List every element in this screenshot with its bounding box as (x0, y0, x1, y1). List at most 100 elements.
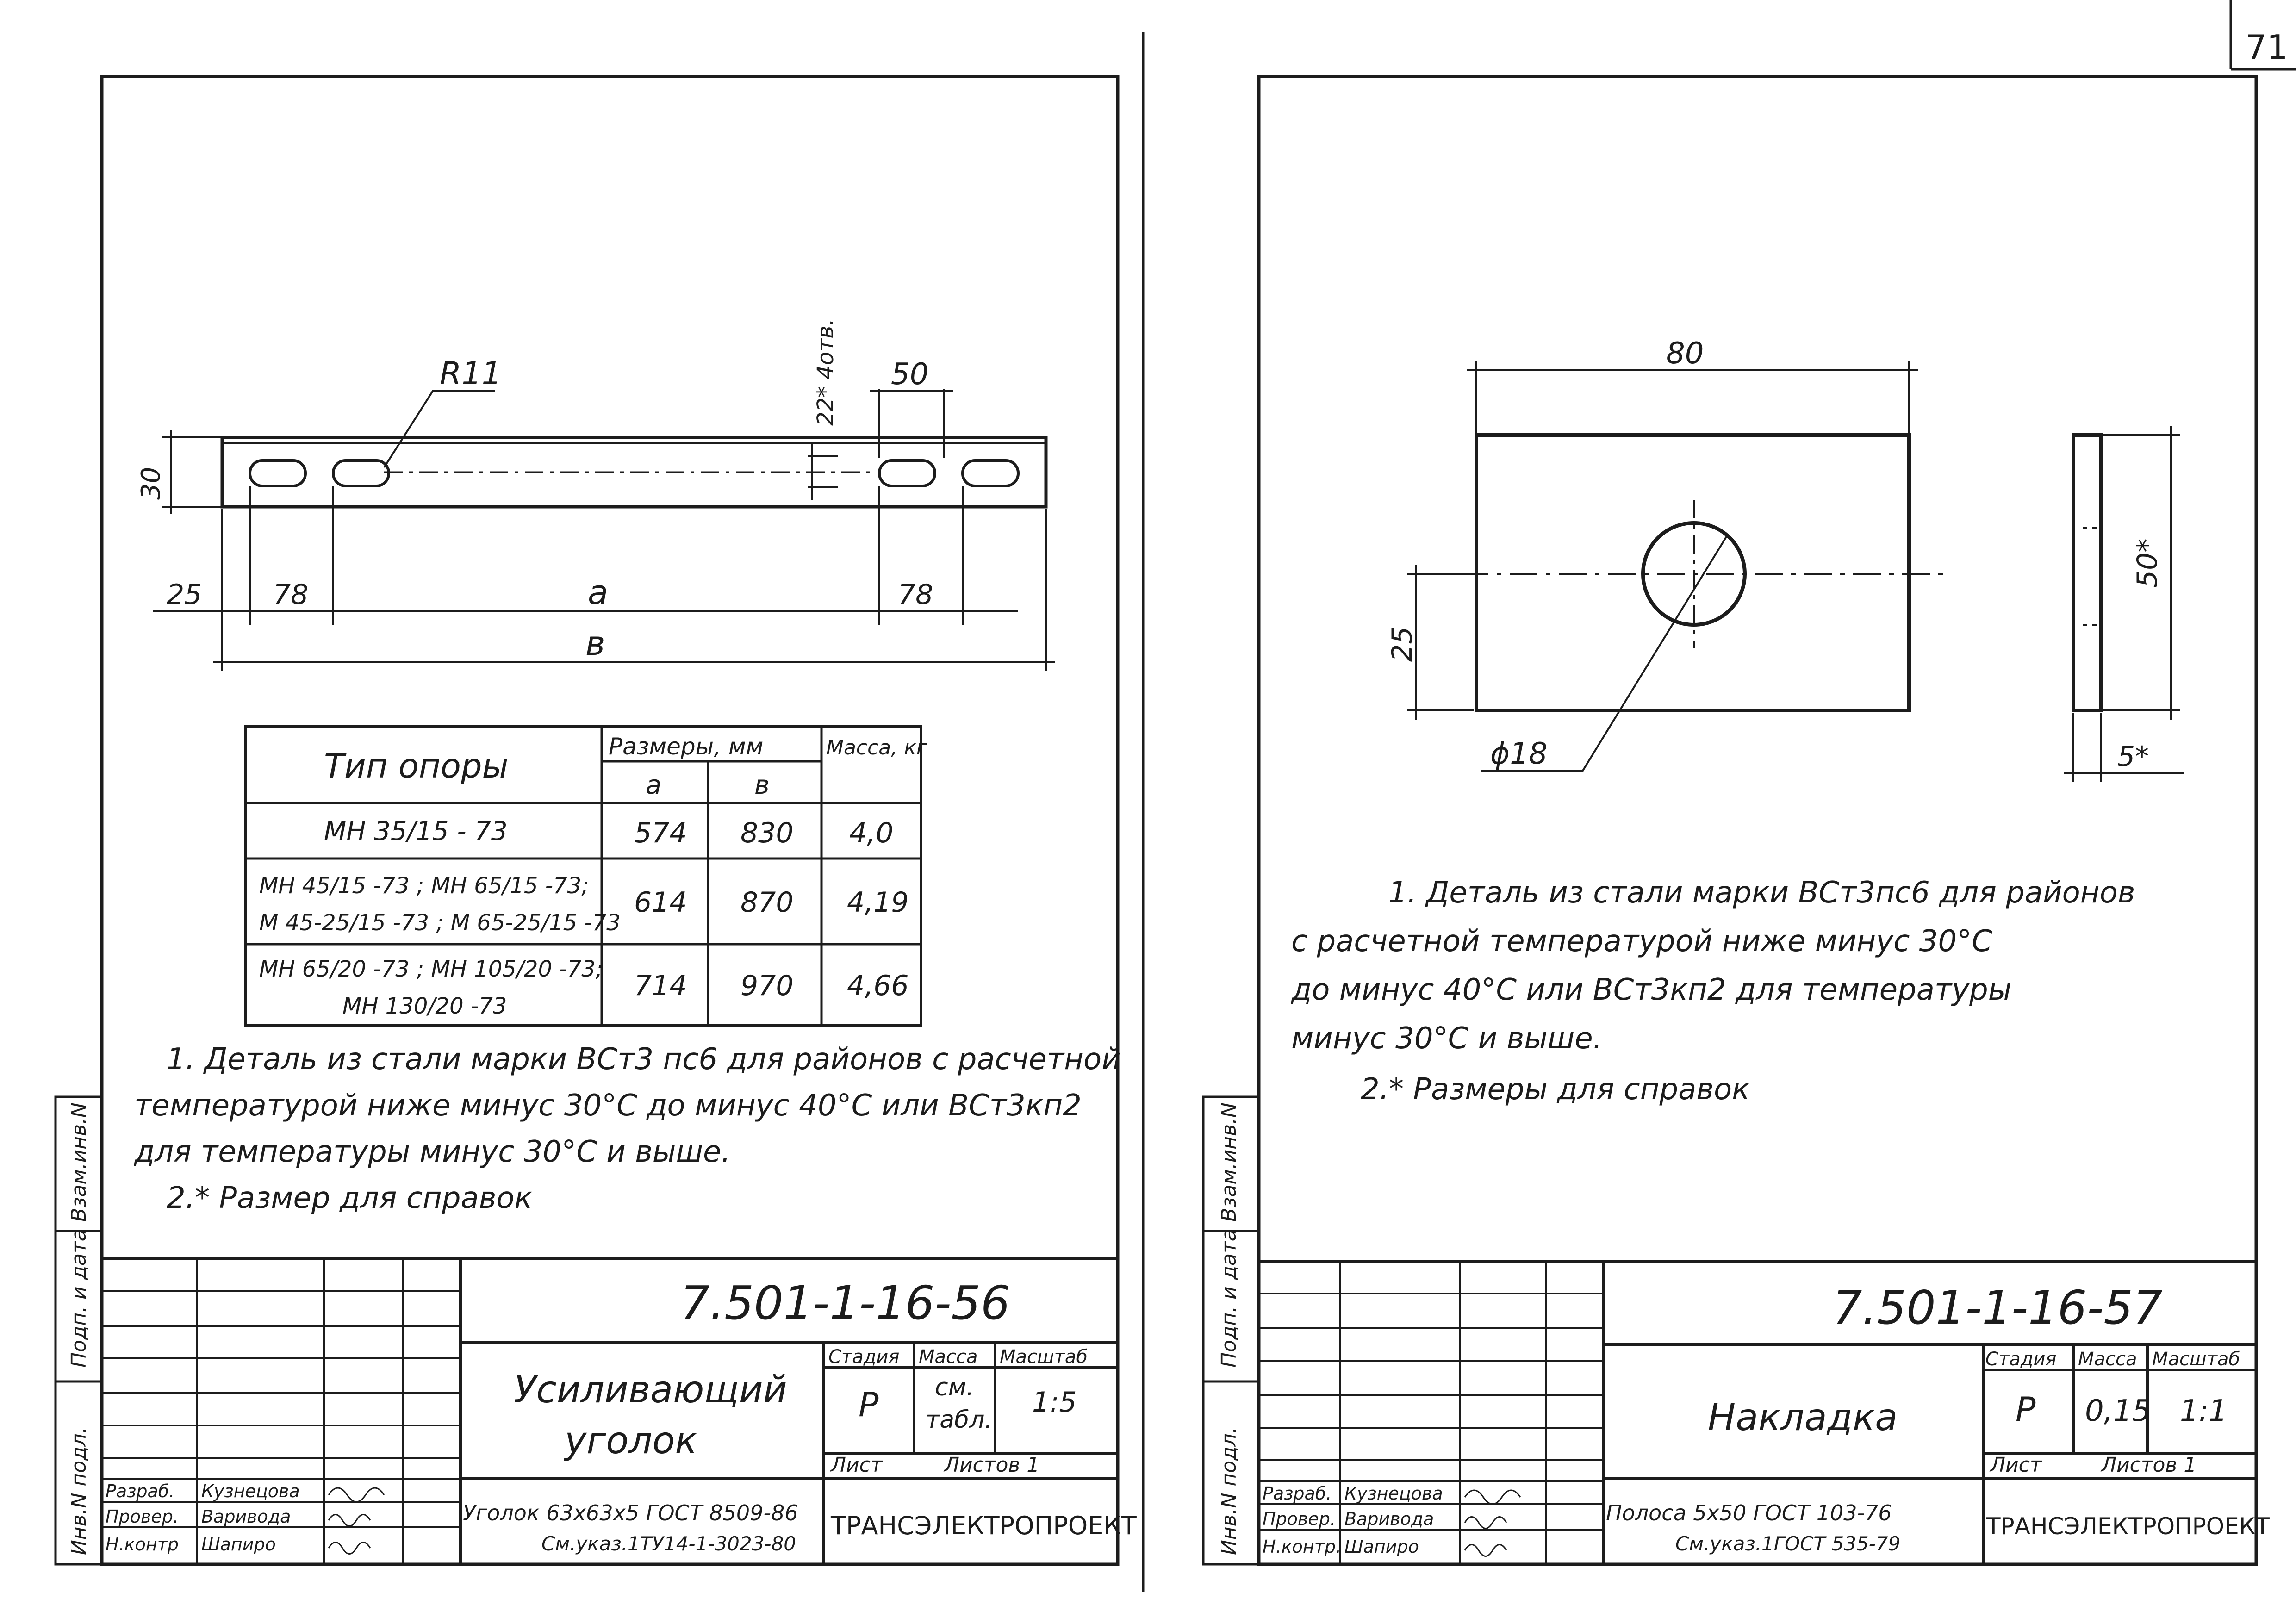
left-side-stamp-box (54, 1095, 103, 1566)
left-support-table: Тип опоры Размеры, мм Масса, кг a в МН 3… (244, 725, 927, 1027)
right-note-line-2: с расчетной температурой ниже минус 30°С (1291, 924, 1992, 958)
table-row-3-type-line-2: МН 130/20 -73 (342, 993, 507, 1019)
left-name-2: Варивода (201, 1506, 291, 1527)
right-sheets-label: Листов 1 (2100, 1453, 2196, 1477)
table-row-1-a: 574 (634, 817, 687, 849)
dim-30-label: 30 (136, 467, 166, 500)
dim-50-right-label: 50* (2131, 539, 2164, 588)
left-name-3: Шапиро (201, 1534, 276, 1555)
right-plate-drawing: 80 25 ϕ18 50* 5* (1386, 336, 2184, 782)
right-material-line-2: См.указ.1ГОСТ 535-79 (1675, 1532, 1900, 1555)
table-row-3-b: 970 (740, 970, 794, 1002)
left-role-3: Н.контр (106, 1534, 179, 1555)
left-org-name: ТРАНСЭЛЕКТРОПРОЕКТ (830, 1511, 1137, 1540)
table-row-3-type-line-1: МН 65/20 -73 ; МН 105/20 -73; (259, 956, 603, 982)
right-scale-value: 1:1 (2180, 1394, 2228, 1428)
right-sheet-frame (1257, 75, 2258, 1566)
table-row-1-type: МН 35/15 - 73 (324, 816, 508, 846)
slot-hole-3 (878, 459, 936, 487)
slot-hole-1 (249, 459, 307, 487)
table-header-type: Тип опоры (324, 747, 508, 785)
right-side-stamp-zone2: Подп. и дата (1217, 1229, 1241, 1368)
dim-80-label: 80 (1666, 336, 1704, 371)
right-note-line-3: до минус 40°С или ВСт3кп2 для температур… (1291, 973, 2011, 1007)
page-number: 71 (2246, 28, 2288, 67)
right-mass-value: 0,15 (2085, 1394, 2151, 1428)
right-name-3: Шапиро (1344, 1537, 1419, 1557)
right-sheet-label: Лист (1989, 1453, 2042, 1477)
table-header-mass: Масса, кг (826, 736, 927, 759)
left-note-line-4: 2.* Размер для справок (167, 1181, 533, 1215)
left-scale-label: Масштаб (1000, 1346, 1088, 1368)
left-sheet-frame (100, 75, 1120, 1566)
table-row-2-type-line-2: М 45-25/15 -73 ; М 65-25/15 -73 (259, 910, 621, 936)
left-doc-number: 7.501-1-16-56 (680, 1276, 1010, 1330)
right-role-3: Н.контр. (1263, 1537, 1341, 1557)
right-sheet: Взам.инв.N Подп. и дата Инв.N подл. 80 2… (1202, 75, 2270, 1566)
left-note-line-3: для температуры минус 30°С и выше. (134, 1135, 731, 1169)
left-side-stamp-zone2: Подп. и дата (67, 1229, 91, 1368)
table-header-col-a: a (646, 770, 661, 800)
right-name-2: Варивода (1344, 1509, 1434, 1529)
dim-25-right-label: 25 (1386, 627, 1419, 662)
left-sheets-label: Листов 1 (943, 1453, 1039, 1477)
left-material-line-2: См.указ.1ТУ14-1-3023-80 (541, 1532, 796, 1555)
left-note-line-1: 1. Деталь из стали марки ВСт3 пс6 для ра… (167, 1042, 1121, 1076)
right-title-block: 7.501-1-16-57 Накладка Стадия Масса Масш… (1259, 1260, 2270, 1564)
table-row-1-mass: 4,0 (849, 817, 893, 849)
table-header-col-b: в (754, 770, 770, 800)
table-row-3-a: 714 (634, 970, 687, 1002)
plate-outline (1475, 433, 1911, 712)
right-scale-label: Масштаб (2152, 1349, 2240, 1370)
left-part-name-line-1: Усиливающий (514, 1368, 787, 1411)
right-stage-label: Стадия (1985, 1349, 2056, 1370)
plate-side-view (2072, 433, 2103, 712)
right-org-name: ТРАНСЭЛЕКТРОПРОЕКТ (1986, 1513, 2270, 1540)
right-mass-label: Масса (2078, 1349, 2137, 1370)
right-note-line-4: минус 30°С и выше. (1291, 1021, 1602, 1056)
right-part-name: Накладка (1708, 1396, 1898, 1439)
right-role-2: Провер. (1263, 1509, 1336, 1529)
dim-18-label: ϕ18 (1490, 737, 1548, 771)
left-title-block: 7.501-1-16-56 Усиливающий уголок Стадия … (102, 1257, 1137, 1564)
dim-78-left-label: 78 (273, 579, 308, 611)
left-role-1: Разраб. (106, 1481, 174, 1501)
r11-leader (383, 390, 495, 468)
dim-25-label: 25 (167, 579, 202, 611)
left-sheet-label: Лист (830, 1453, 883, 1477)
table-row-2-mass: 4,19 (847, 886, 909, 919)
left-sheet: Взам.инв.N Подп. и дата Инв.N подл. R11 … (54, 75, 1137, 1566)
table-row-2-a: 614 (634, 886, 687, 919)
right-stage-value: Р (2016, 1390, 2036, 1429)
left-stage-value: Р (859, 1385, 879, 1424)
table-row-2-type-line-1: МН 45/15 -73 ; МН 65/15 -73; (259, 873, 589, 899)
right-material-line-1: Полоса 5х50 ГОСТ 103-76 (1606, 1500, 1892, 1525)
left-side-stamp-zone1: Взам.инв.N (67, 1102, 91, 1222)
left-mass-label: Масса (919, 1346, 978, 1368)
dim-50-label: 50 (891, 357, 928, 392)
table-row-2-b: 870 (740, 886, 794, 919)
left-mass-value-line-2: табл. (926, 1406, 992, 1434)
left-mass-value-line-1: см. (935, 1374, 974, 1401)
right-side-stamp-box (1202, 1095, 1260, 1566)
right-doc-number: 7.501-1-16-57 (1833, 1281, 2163, 1335)
table-header-dims: Размеры, мм (609, 733, 763, 760)
right-role-1: Разраб. (1263, 1483, 1332, 1504)
left-role-2: Провер. (106, 1506, 179, 1527)
left-note-line-2: температурой ниже минус 30°С до минус 40… (134, 1089, 1082, 1123)
r11-label: R11 (440, 355, 502, 392)
left-signatures (328, 1487, 385, 1555)
right-side-stamp-zone1: Взам.инв.N (1217, 1102, 1241, 1222)
left-stage-label: Стадия (828, 1346, 899, 1368)
slot-hole-2 (332, 459, 390, 487)
dim-22-4holes-label: 22* 4отв. (813, 318, 839, 426)
left-part-name-line-2: уголок (564, 1419, 697, 1462)
angle-bar-outline (220, 436, 1048, 509)
dim-b-label: в (585, 624, 605, 663)
table-row-3-mass: 4,66 (847, 970, 909, 1002)
page-number-frame (2229, 0, 2296, 71)
left-scale-value: 1:5 (1032, 1386, 1077, 1419)
slot-hole-4 (961, 459, 1020, 487)
dim-5-label: 5* (2117, 740, 2149, 773)
